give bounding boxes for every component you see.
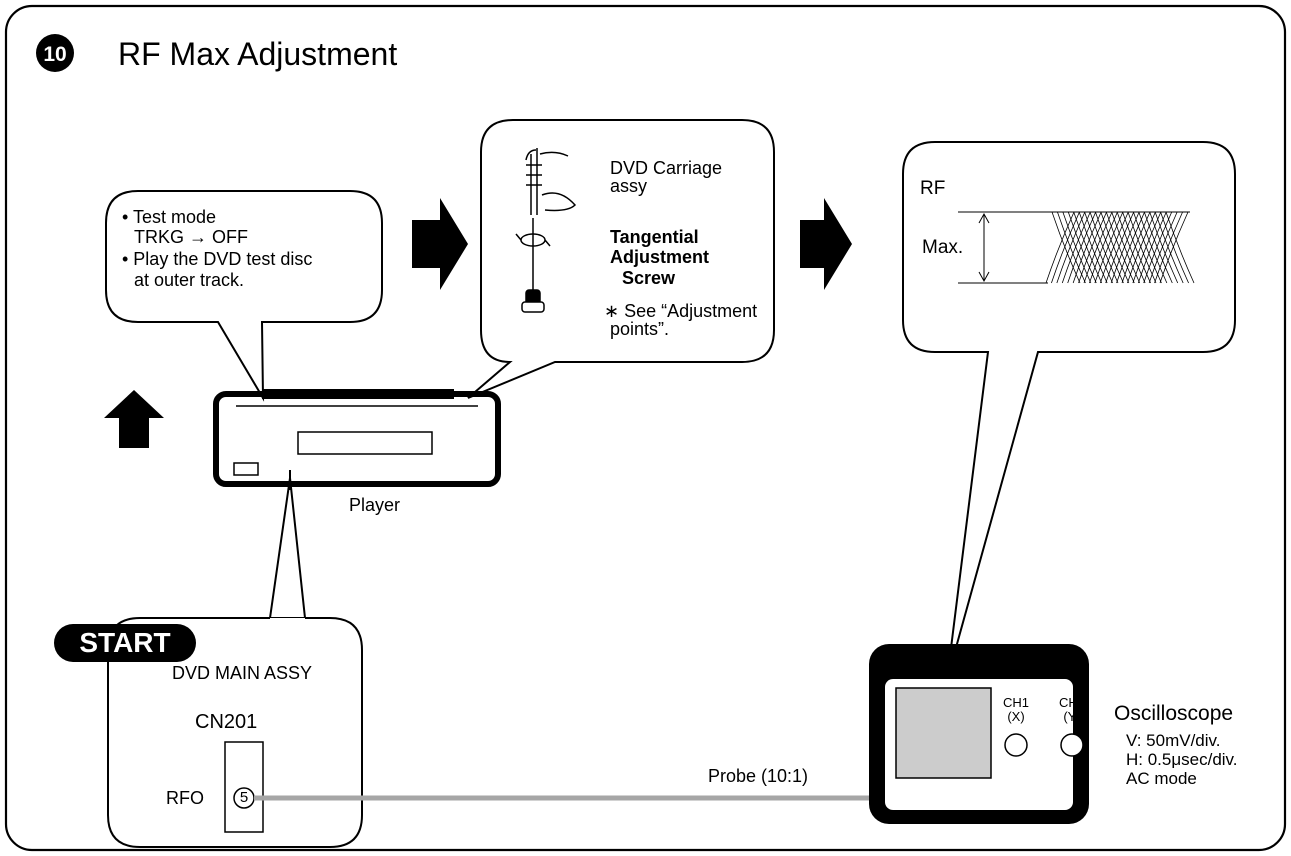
rf-label: RF bbox=[920, 178, 946, 199]
screwdriver-hand-icon bbox=[525, 148, 577, 215]
eye-pattern-stroke bbox=[1095, 211, 1124, 284]
start-badge bbox=[54, 624, 196, 662]
arrow-right-1 bbox=[412, 198, 468, 290]
note-line-2: points”. bbox=[610, 319, 670, 339]
eye-pattern-stroke bbox=[1116, 211, 1145, 284]
screw-name-line-3: Screw bbox=[622, 268, 676, 288]
eye-pattern-stroke bbox=[1061, 211, 1091, 284]
adjustment-bubble bbox=[467, 119, 775, 399]
setting-mode: AC mode bbox=[1126, 769, 1197, 788]
instruction-line-2: TRKG → OFF bbox=[134, 227, 248, 247]
eye-pattern-stroke bbox=[1100, 211, 1130, 284]
setting-h: H: 0.5μsec/div. bbox=[1126, 750, 1238, 769]
instruction-line-3: • Play the DVD test disc bbox=[122, 249, 313, 269]
step-number-badge bbox=[36, 34, 74, 72]
part-name-line-2: assy bbox=[610, 176, 648, 196]
eye-pattern-stroke bbox=[1111, 211, 1141, 284]
eye-pattern-stroke bbox=[1148, 211, 1178, 284]
eye-pattern-stroke bbox=[1138, 211, 1168, 284]
eye-pattern-stroke bbox=[1121, 211, 1151, 284]
instructions-bubble bbox=[105, 190, 383, 402]
eye-pattern-stroke bbox=[1051, 211, 1081, 284]
eye-pattern-stroke bbox=[1045, 211, 1075, 284]
outer-frame bbox=[4, 4, 1287, 852]
ch1-label: CH1 bbox=[1002, 695, 1029, 710]
eye-pattern-stroke bbox=[1084, 211, 1113, 284]
page-title: RF Max Adjustment bbox=[118, 36, 398, 72]
eye-pattern-stroke bbox=[1105, 211, 1135, 284]
start-label: START bbox=[79, 627, 171, 658]
part-name-line-1: DVD Carriage bbox=[610, 158, 723, 178]
oscilloscope-label: Oscilloscope bbox=[1114, 702, 1234, 725]
eye-pattern-stroke bbox=[1067, 211, 1097, 284]
eye-pattern-stroke bbox=[1062, 211, 1092, 284]
eye-pattern-stroke bbox=[1089, 211, 1119, 284]
pin-label: RFO bbox=[166, 788, 204, 808]
player-top-bar bbox=[262, 389, 454, 399]
eye-pattern-stroke bbox=[1116, 211, 1146, 284]
eye-pattern-stroke bbox=[1154, 211, 1183, 284]
oscilloscope-screen bbox=[895, 687, 992, 779]
player-display bbox=[297, 431, 433, 455]
screw-icon bbox=[521, 289, 545, 313]
pin-number: 5 bbox=[239, 789, 249, 806]
probe-label: Probe (10:1) bbox=[708, 766, 809, 786]
eye-pattern-stroke bbox=[1072, 211, 1102, 284]
eye-pattern-stroke bbox=[1137, 211, 1167, 284]
instruction-line-4: at outer track. bbox=[134, 270, 245, 290]
eye-pattern-stroke bbox=[1051, 211, 1080, 284]
ch2-sub-label: (Y) bbox=[1063, 709, 1081, 724]
instruction-line-1: • Test mode bbox=[122, 207, 217, 227]
arrow-right-2 bbox=[800, 198, 852, 290]
eye-pattern-stroke bbox=[1099, 211, 1129, 284]
eye-pattern-stroke bbox=[1122, 211, 1151, 284]
eye-pattern-stroke bbox=[1127, 211, 1156, 284]
step-number: 10 bbox=[43, 43, 66, 66]
ch2-input bbox=[1060, 733, 1084, 757]
rotation-icon bbox=[515, 218, 551, 290]
eye-pattern-stroke bbox=[1159, 211, 1189, 284]
eye-pattern-stroke bbox=[1154, 211, 1184, 284]
max-label: Max. bbox=[922, 237, 964, 258]
eye-pattern-stroke bbox=[1149, 211, 1179, 284]
eye-pattern-stroke bbox=[1089, 211, 1118, 284]
eye-pattern-stroke bbox=[1105, 211, 1135, 284]
screw-name-line-2: Adjustment bbox=[610, 247, 709, 267]
eye-pattern-stroke bbox=[1165, 211, 1195, 284]
setting-v: V: 50mV/div. bbox=[1126, 731, 1221, 750]
player-button bbox=[233, 462, 259, 476]
eye-pattern-stroke bbox=[1133, 211, 1162, 284]
rf-eye-pattern bbox=[1045, 211, 1195, 284]
eye-pattern-stroke bbox=[1127, 211, 1157, 284]
eye-pattern-stroke bbox=[1078, 211, 1108, 284]
eye-pattern-stroke bbox=[1067, 211, 1097, 284]
eye-pattern-stroke bbox=[1057, 211, 1086, 284]
connector-label: CN201 bbox=[195, 711, 258, 733]
ch1-input bbox=[1004, 733, 1028, 757]
note-line-1: ∗ See “Adjustment bbox=[604, 301, 758, 321]
eye-pattern-stroke bbox=[1132, 211, 1162, 284]
eye-pattern-stroke bbox=[1160, 211, 1189, 284]
ch2-label: CH2 bbox=[1058, 695, 1085, 710]
eye-pattern-stroke bbox=[1110, 211, 1140, 284]
eye-pattern-stroke bbox=[1073, 211, 1103, 284]
player-label: Player bbox=[349, 495, 401, 515]
assy-label: DVD MAIN ASSY bbox=[172, 663, 313, 683]
eye-pattern-stroke bbox=[1143, 211, 1173, 284]
eye-pattern-stroke bbox=[1143, 211, 1173, 284]
eye-pattern-stroke bbox=[1078, 211, 1107, 284]
eye-pattern-stroke bbox=[1083, 211, 1113, 284]
eye-pattern-stroke bbox=[1094, 211, 1124, 284]
connector-cn201 bbox=[224, 741, 264, 833]
ch1-sub-label: (X) bbox=[1007, 709, 1025, 724]
screw-name-line-1: Tangential bbox=[610, 227, 699, 247]
arrow-up bbox=[104, 390, 164, 448]
eye-pattern-stroke bbox=[1056, 211, 1086, 284]
